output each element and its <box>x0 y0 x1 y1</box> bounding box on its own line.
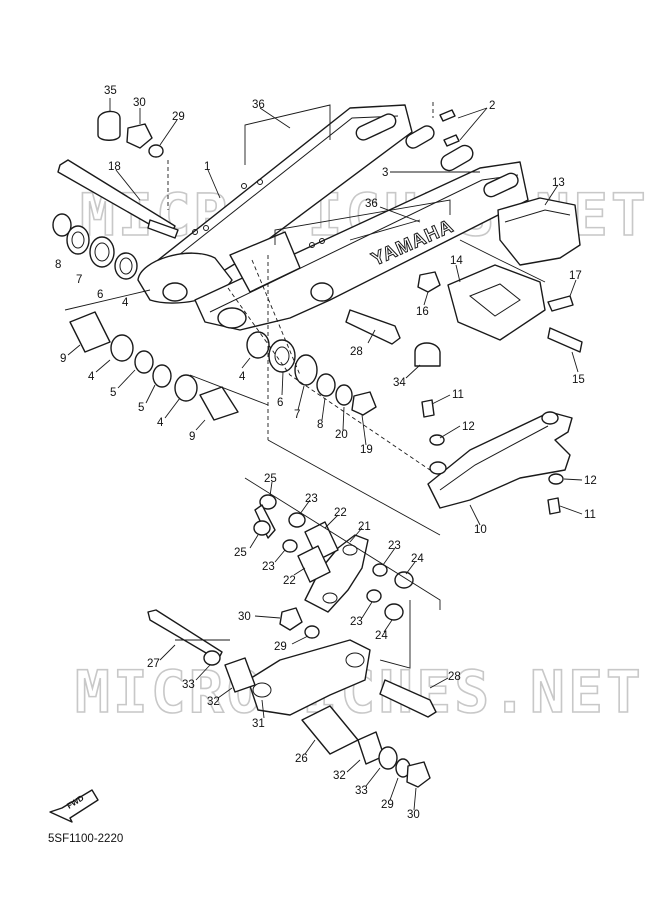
callout-33: 33 <box>182 679 195 691</box>
rear-arm: YAMAHA <box>137 104 529 331</box>
callout-25-b: 25 <box>234 547 247 559</box>
callout-33-b: 33 <box>355 785 368 797</box>
callout-29-b: 29 <box>274 641 287 653</box>
bolt-15 <box>547 327 583 353</box>
callout-7-b: 7 <box>294 409 300 421</box>
callout-7: 7 <box>76 274 82 286</box>
callout-31: 31 <box>252 718 265 730</box>
callout-13: 13 <box>552 177 565 189</box>
callout-17: 17 <box>569 270 582 282</box>
callout-4-b: 4 <box>88 371 95 383</box>
callout-24-b: 24 <box>375 630 388 642</box>
diagram-code: 5SF1100-2220 <box>48 833 124 845</box>
callout-24: 24 <box>411 553 424 565</box>
callout-9: 9 <box>60 353 66 365</box>
callout-4-d: 4 <box>239 371 246 383</box>
bolt-17 <box>547 295 574 312</box>
callout-23: 23 <box>305 493 318 505</box>
relay-arm-31 <box>247 639 371 716</box>
callout-23-d: 23 <box>350 616 363 628</box>
callout-14: 14 <box>450 255 463 267</box>
callout-30-b: 30 <box>238 611 251 623</box>
callout-22: 22 <box>334 507 347 519</box>
callout-2: 2 <box>489 100 495 112</box>
callout-32: 32 <box>207 696 220 708</box>
fwd-arrow-icon: FWD <box>49 789 99 823</box>
callout-3: 3 <box>382 167 388 179</box>
callout-6-b: 6 <box>277 397 283 409</box>
callout-21: 21 <box>358 521 371 533</box>
block-34 <box>414 342 441 367</box>
callout-32-b: 32 <box>333 770 346 782</box>
callout-11: 11 <box>452 389 464 401</box>
callout-19: 19 <box>360 444 373 456</box>
callout-5: 5 <box>110 387 116 399</box>
callout-36-b: 36 <box>365 198 378 210</box>
cap-35 <box>97 110 121 141</box>
callout-25: 25 <box>264 473 277 485</box>
nut-30 <box>126 123 153 149</box>
pivot-shaft-18 <box>57 159 179 239</box>
callout-6: 6 <box>97 289 103 301</box>
callout-34: 34 <box>393 377 406 389</box>
callout-30: 30 <box>133 97 146 109</box>
callout-9-b: 9 <box>189 431 195 443</box>
bolt-28-lower <box>379 679 437 718</box>
callout-8-b: 8 <box>317 419 323 431</box>
callout-18: 18 <box>108 161 121 173</box>
callout-labels: 35 30 29 36 2 3 13 1 18 36 8 7 6 4 14 17… <box>55 85 597 821</box>
callout-5-b: 5 <box>138 402 144 414</box>
callout-12-b: 12 <box>584 475 597 487</box>
callout-36: 36 <box>252 99 265 111</box>
nut-16 <box>417 271 441 293</box>
callout-12: 12 <box>462 421 475 433</box>
callout-4-c: 4 <box>157 417 164 429</box>
callout-29: 29 <box>172 111 185 123</box>
callout-15: 15 <box>572 374 585 386</box>
callout-16: 16 <box>416 306 429 318</box>
callout-27: 27 <box>147 658 160 670</box>
callout-23-b: 23 <box>262 561 275 573</box>
callout-1: 1 <box>204 161 210 173</box>
callout-4: 4 <box>122 297 129 309</box>
callout-26: 26 <box>295 753 308 765</box>
callout-30-c: 30 <box>407 809 420 821</box>
callout-20: 20 <box>335 429 348 441</box>
leader-lines <box>67 98 583 811</box>
callout-22-b: 22 <box>283 575 296 587</box>
callout-23-c: 23 <box>388 540 401 552</box>
washer-29 <box>148 144 164 158</box>
callout-10: 10 <box>474 524 487 536</box>
callout-28-b: 28 <box>448 671 461 683</box>
bolt-28-upper <box>345 309 401 345</box>
callout-35: 35 <box>104 85 117 97</box>
axle-adjuster-parts <box>405 109 474 172</box>
callout-29-c: 29 <box>381 799 394 811</box>
chain-guide-assembly <box>447 197 581 341</box>
relay-arm-10 <box>427 411 573 509</box>
callout-11-b: 11 <box>584 509 596 521</box>
callout-28: 28 <box>350 346 363 358</box>
callout-8: 8 <box>55 259 61 271</box>
